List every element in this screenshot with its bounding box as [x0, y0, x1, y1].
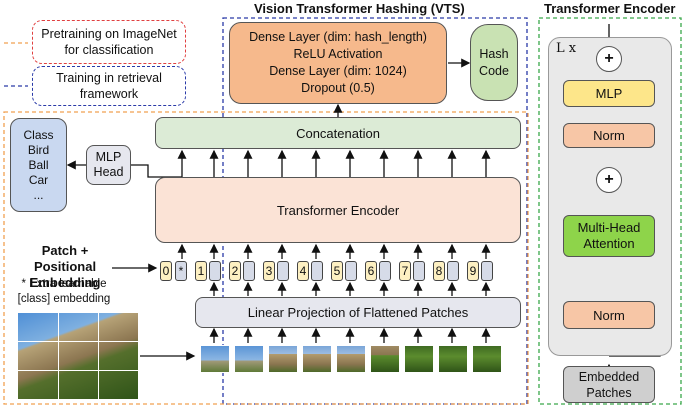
multi-head-attention-block: Multi-Head Attention	[563, 215, 655, 257]
mlp-head-block: MLP Head	[86, 145, 131, 185]
image-patch-2	[234, 345, 264, 373]
patch-embedding-title: Patch + Positional Embedding	[29, 243, 101, 290]
attention-label: Multi-Head Attention	[577, 220, 641, 251]
transformer-encoder-block: Transformer Encoder	[155, 177, 521, 243]
image-grid-v1	[58, 313, 59, 399]
encoder-norm-bottom-label: Norm	[593, 307, 625, 323]
token-embedding-1	[209, 261, 221, 281]
token-embedding-9	[481, 261, 493, 281]
class-item-4: ...	[33, 187, 44, 202]
token-embedding-6	[379, 261, 391, 281]
token-index-1: 1	[195, 261, 207, 281]
token-embedding-8	[447, 261, 459, 281]
linear-projection-label: Linear Projection of Flattened Patches	[247, 305, 469, 320]
token-index-2: 2	[229, 261, 241, 281]
token-index-3: 3	[263, 261, 275, 281]
image-patch-6	[370, 345, 400, 373]
class-item-3: Car	[28, 172, 49, 187]
image-patch-7	[404, 345, 434, 373]
image-grid-h1	[18, 341, 138, 342]
linear-projection-block: Linear Projection of Flattened Patches	[195, 297, 521, 328]
add-node-top: +	[596, 46, 622, 72]
image-grid-v2	[98, 313, 99, 399]
legend-training: Training in retrieval framework	[32, 66, 186, 106]
token-embedding-5	[345, 261, 357, 281]
image-patch-9	[472, 345, 502, 373]
encoder-detail-title: Transformer Encoder	[544, 1, 676, 16]
token-embedding-3	[277, 261, 289, 281]
encoder-norm-top-label: Norm	[593, 128, 625, 143]
encoder-norm-bottom: Norm	[563, 301, 655, 329]
legend-pretraining-label: Pretraining on ImageNet for classificati…	[41, 27, 177, 57]
head-line-3: Dense Layer (dim: 1024)	[269, 64, 407, 78]
head-line-2: ReLU Activation	[293, 47, 383, 61]
token-class-marker: *	[175, 261, 187, 281]
token-index-7: 7	[399, 261, 411, 281]
concatenation-label: Concatenation	[296, 125, 380, 141]
class-list-block: Class Bird Ball Car ...	[10, 118, 67, 212]
encoder-repeat-label: L x	[556, 41, 577, 56]
embedded-patches-label: Embedded Patches	[578, 369, 640, 400]
vts-title: Vision Transformer Hashing (VTS)	[254, 1, 465, 16]
token-embedding-7	[413, 261, 425, 281]
transformer-encoder-label: Transformer Encoder	[276, 202, 400, 218]
image-patch-1	[200, 345, 230, 373]
image-patch-3	[268, 345, 298, 373]
embedded-patches-block: Embedded Patches	[563, 366, 655, 403]
add-node-middle-symbol: +	[604, 171, 614, 188]
patch-embedding-note: * Extra learnable [class] embedding	[17, 278, 111, 305]
image-grid-h2	[18, 370, 138, 371]
token-index-9: 9	[467, 261, 479, 281]
token-index-0: 0	[160, 261, 172, 281]
token-embedding-4	[311, 261, 323, 281]
token-index-8: 8	[433, 261, 445, 281]
add-node-middle: +	[596, 167, 622, 193]
concatenation-block: Concatenation	[155, 117, 521, 149]
add-node-top-symbol: +	[604, 50, 614, 67]
encoder-norm-top: Norm	[563, 123, 655, 148]
class-item-2: Ball	[28, 157, 49, 172]
hash-code-label: Hash Code	[479, 46, 509, 78]
head-line-4: Dropout (0.5)	[301, 81, 375, 95]
token-index-5: 5	[331, 261, 343, 281]
mlp-head-label: MLP Head	[93, 150, 124, 179]
pretraining-dashed-frame	[3, 111, 529, 405]
encoder-dashed-frame	[538, 17, 682, 405]
image-patch-5	[336, 345, 366, 373]
class-item-0: Class	[23, 127, 54, 142]
image-patch-4	[302, 345, 332, 373]
input-image	[18, 313, 138, 399]
legend-training-label: Training in retrieval framework	[56, 71, 162, 101]
token-index-6: 6	[365, 261, 377, 281]
token-index-4: 4	[297, 261, 309, 281]
legend-pretraining: Pretraining on ImageNet for classificati…	[32, 20, 186, 64]
head-line-1: Dense Layer (dim: hash_length)	[249, 30, 427, 44]
hashing-head-block: Dense Layer (dim: hash_length) ReLU Acti…	[229, 22, 447, 104]
encoder-mlp-block: MLP	[563, 80, 655, 107]
token-embedding-2	[243, 261, 255, 281]
encoder-mlp-label: MLP	[595, 86, 623, 101]
image-patch-8	[438, 345, 468, 373]
hash-code-block: Hash Code	[470, 24, 518, 101]
class-item-1: Bird	[27, 142, 50, 157]
